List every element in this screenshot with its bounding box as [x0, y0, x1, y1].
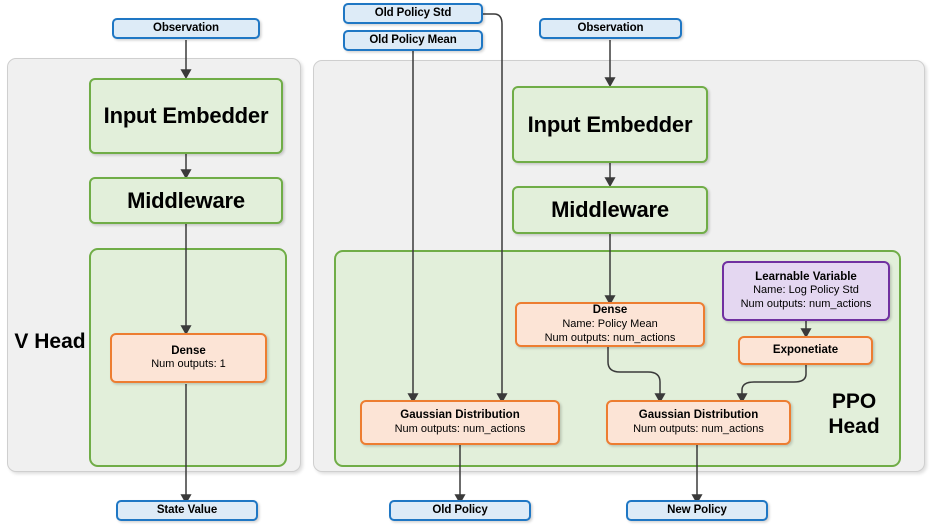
ppo-head-gaussian-old[interactable]: Gaussian Distribution Num outputs: num_a… — [360, 400, 560, 445]
ppo-head-caption: PPO Head — [812, 390, 896, 440]
v-head-input-embedder[interactable]: Input Embedder — [89, 78, 283, 154]
input-old-policy-mean-label: Old Policy Mean — [369, 34, 457, 47]
output-new-policy-label: New Policy — [667, 504, 727, 517]
ppo-head-dense-policy-mean-name: Name: Policy Mean — [562, 317, 658, 330]
ppo-head-learnable-variable[interactable]: Learnable Variable Name: Log Policy Std … — [722, 261, 890, 321]
ppo-head-gaussian-new-num-outputs: Num outputs: num_actions — [633, 422, 764, 435]
v-head-dense-num-outputs: Num outputs: 1 — [151, 358, 226, 371]
ppo-head-input-embedder[interactable]: Input Embedder — [512, 86, 708, 163]
ppo-head-middleware-label: Middleware — [551, 197, 669, 223]
ppo-head-gaussian-old-title: Gaussian Distribution — [400, 409, 520, 422]
ppo-head-caption-line2: Head — [828, 414, 880, 438]
input-old-policy-std-label: Old Policy Std — [374, 7, 452, 20]
output-new-policy[interactable]: New Policy — [626, 500, 768, 521]
output-state-value-label: State Value — [156, 504, 218, 517]
input-observation-left-label: Observation — [152, 22, 219, 35]
output-old-policy[interactable]: Old Policy — [389, 500, 531, 521]
input-observation-right[interactable]: Observation — [539, 18, 682, 39]
input-old-policy-std[interactable]: Old Policy Std — [343, 3, 483, 24]
ppo-head-learnable-variable-num-outputs: Num outputs: num_actions — [740, 298, 872, 311]
v-head-caption-line1: V — [14, 330, 29, 353]
ppo-head-middleware[interactable]: Middleware — [512, 186, 708, 234]
ppo-head-dense-policy-mean[interactable]: Dense Name: Policy Mean Num outputs: num… — [515, 302, 705, 347]
v-head-dense[interactable]: Dense Num outputs: 1 — [110, 333, 267, 383]
input-observation-right-label: Observation — [577, 22, 644, 35]
ppo-head-exponentiate[interactable]: Exponetiate — [738, 336, 873, 365]
ppo-head-gaussian-new[interactable]: Gaussian Distribution Num outputs: num_a… — [606, 400, 791, 445]
ppo-head-gaussian-new-title: Gaussian Distribution — [638, 409, 759, 422]
output-old-policy-label: Old Policy — [432, 504, 488, 517]
ppo-head-exponentiate-label: Exponetiate — [772, 344, 839, 357]
ppo-head-gaussian-old-num-outputs: Num outputs: num_actions — [394, 422, 526, 435]
ppo-head-input-embedder-label: Input Embedder — [527, 111, 693, 137]
output-state-value[interactable]: State Value — [116, 500, 258, 521]
v-head-caption: V Head — [14, 330, 86, 355]
ppo-head-dense-policy-mean-title: Dense — [592, 304, 628, 317]
input-observation-left[interactable]: Observation — [112, 18, 260, 39]
v-head-middleware-label: Middleware — [127, 187, 245, 213]
ppo-head-learnable-variable-title: Learnable Variable — [755, 270, 857, 283]
ppo-head-learnable-variable-name: Name: Log Policy Std — [753, 284, 859, 297]
v-head-input-embedder-label: Input Embedder — [103, 103, 269, 129]
v-head-dense-title: Dense — [171, 344, 206, 357]
v-head-middleware[interactable]: Middleware — [89, 177, 283, 224]
ppo-head-caption-line1: PPO — [831, 390, 877, 413]
ppo-head-dense-policy-mean-num-outputs: Num outputs: num_actions — [544, 331, 676, 344]
input-old-policy-mean[interactable]: Old Policy Mean — [343, 30, 483, 51]
v-head-caption-line2: Head — [34, 330, 86, 353]
